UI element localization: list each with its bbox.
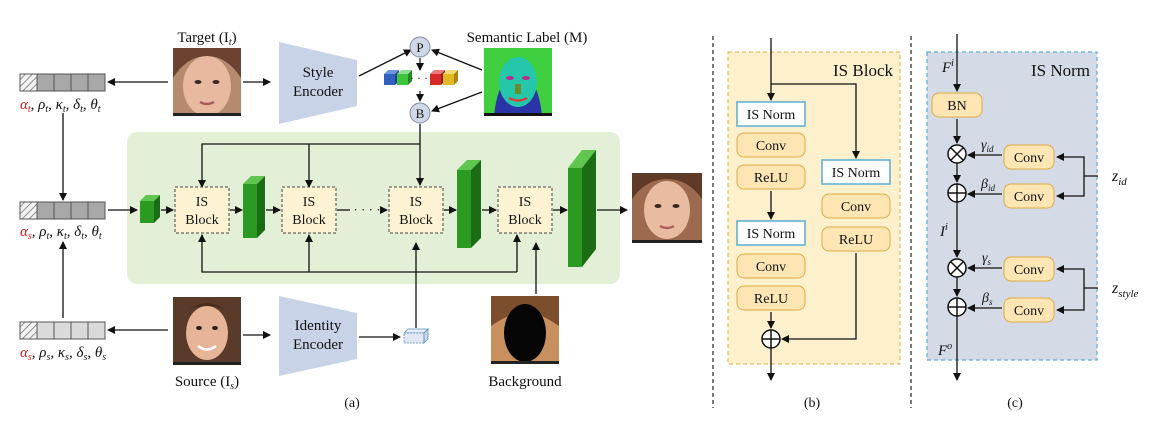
svg-text:Conv: Conv: [1014, 304, 1044, 319]
intermediate-label: Ii: [939, 222, 948, 240]
svg-text:Conv: Conv: [841, 200, 871, 215]
is-block-2: IS Block: [281, 186, 337, 234]
gamma-s-label: γs: [982, 251, 992, 267]
conv-box-skip: Conv: [821, 193, 891, 219]
semantic-label-image: [484, 48, 552, 116]
conv-gamma-s: Conv: [1003, 256, 1055, 282]
feature-cube-2: [243, 176, 265, 238]
multiply-node-1: [947, 144, 967, 164]
relu-box-2: ReLU: [736, 285, 806, 311]
style-encoder-label: Style: [303, 65, 334, 81]
add-node-1: [947, 183, 967, 203]
relu-box-skip: ReLU: [821, 226, 891, 252]
z-style-label: zstyle: [1111, 280, 1139, 300]
add-node-b: [761, 329, 781, 349]
style-encoder: [279, 42, 357, 124]
identity-encoder-label: Identity: [295, 318, 342, 334]
feature-cube-4: [568, 150, 596, 267]
svg-text:ReLU: ReLU: [839, 233, 873, 248]
caption-a: (a): [344, 396, 360, 411]
svg-text:IS: IS: [519, 195, 531, 210]
svg-text:Block: Block: [185, 213, 218, 228]
gamma-id-label: γid: [981, 138, 994, 154]
caption-c: (c): [1007, 396, 1023, 411]
svg-text:Block: Block: [292, 213, 325, 228]
output-feature-label: Fo: [937, 341, 952, 359]
beta-id-label: βid: [980, 177, 995, 193]
is-block-4: IS Block: [497, 186, 553, 234]
svg-text:IS Norm: IS Norm: [747, 108, 796, 123]
conv-beta-s: Conv: [1003, 297, 1055, 323]
pool-node-label: P: [416, 40, 423, 55]
semantic-label-text: Semantic Label (M): [467, 30, 588, 46]
conv-beta-id: Conv: [1003, 183, 1055, 209]
svg-text:IS: IS: [410, 195, 422, 210]
style-encoder-label-2: Encoder: [293, 84, 343, 100]
background-image: [491, 296, 559, 364]
svg-text:Conv: Conv: [756, 260, 786, 275]
ellipsis: · · · ·: [353, 202, 380, 217]
identity-code: [403, 328, 429, 344]
svg-text:Conv: Conv: [1014, 263, 1044, 278]
param-vector-source: [19, 321, 106, 340]
svg-text:IS: IS: [303, 195, 315, 210]
z-id-label: zid: [1111, 168, 1127, 188]
source-label: Source (Is): [175, 374, 239, 392]
svg-text:Conv: Conv: [756, 139, 786, 154]
is-norm-title: IS Norm: [1031, 61, 1090, 80]
svg-text:ReLU: ReLU: [754, 292, 788, 307]
output-face-image: [632, 173, 702, 243]
feature-cube-3: [457, 160, 481, 248]
add-node-2: [947, 297, 967, 317]
svg-text:BN: BN: [947, 99, 966, 114]
caption-b: (b): [804, 396, 821, 411]
multiply-node-2: [947, 258, 967, 278]
conv-box-1: Conv: [736, 132, 806, 158]
target-face-image: [173, 48, 241, 116]
background-label: Background: [488, 374, 562, 390]
param-label-mixed: αs, ρt, κt, δt, θt: [20, 224, 102, 242]
broadcast-node: [409, 102, 431, 124]
target-label: Target (It): [177, 30, 236, 48]
svg-text:ReLU: ReLU: [754, 171, 788, 186]
style-code-cubes: · · ·: [384, 70, 458, 85]
svg-text:Block: Block: [508, 213, 541, 228]
pool-node: [409, 36, 431, 58]
bn-box: BN: [931, 92, 983, 118]
param-label-source: αs, ρs, κs, δs, θs: [20, 345, 106, 363]
param-vector-mixed: [19, 201, 106, 220]
conv-box-2: Conv: [736, 253, 806, 279]
identity-encoder-label-2: Encoder: [293, 337, 343, 353]
is-block-title: IS Block: [833, 61, 893, 80]
svg-text:· · ·: · · ·: [410, 71, 428, 85]
param-label-target: αt, ρt, κt, δt, θt: [20, 97, 101, 115]
conv-gamma-id: Conv: [1003, 144, 1055, 170]
svg-text:IS: IS: [196, 195, 208, 210]
is-norm-box-skip: IS Norm: [821, 159, 891, 185]
source-face-image: [173, 297, 241, 365]
svg-text:IS Norm: IS Norm: [832, 166, 881, 181]
is-block-1: IS Block: [174, 186, 230, 234]
relu-box-1: ReLU: [736, 164, 806, 190]
is-norm-box-1: IS Norm: [736, 101, 806, 127]
svg-text:Block: Block: [399, 213, 432, 228]
feature-cube-1: [140, 195, 160, 223]
svg-text:Conv: Conv: [1014, 151, 1044, 166]
svg-text:Conv: Conv: [1014, 190, 1044, 205]
param-vector-target: [19, 73, 106, 92]
is-norm-box-2: IS Norm: [736, 220, 806, 246]
generator-background: [127, 132, 620, 284]
input-feature-label: Fi: [941, 58, 954, 76]
beta-s-label: βs: [981, 291, 993, 307]
svg-text:IS Norm: IS Norm: [747, 227, 796, 242]
broadcast-node-label: B: [416, 106, 425, 121]
is-block-3: IS Block: [388, 186, 444, 234]
identity-encoder: [279, 296, 357, 376]
